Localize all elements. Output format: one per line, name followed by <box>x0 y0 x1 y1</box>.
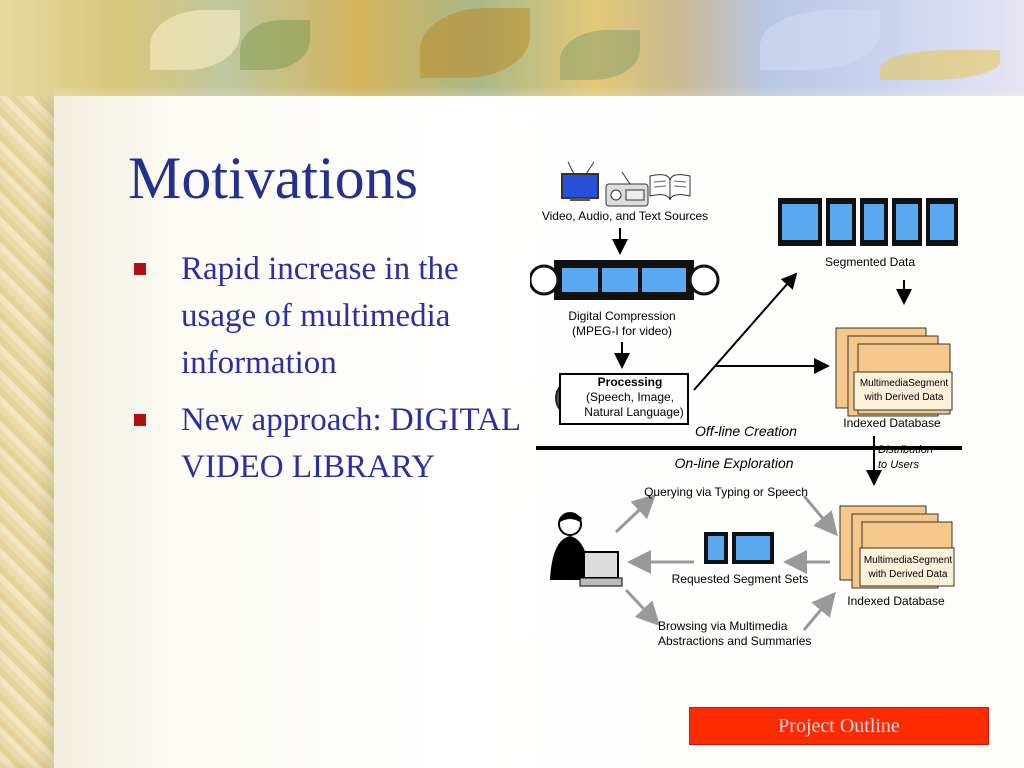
sources-label: Video, Audio, and Text Sources <box>542 209 708 223</box>
querying-label: Querying via Typing or Speech <box>644 485 808 499</box>
compression-label: Digital Compression <box>568 309 675 323</box>
processing-box <box>559 373 689 425</box>
online-label: On-line Exploration <box>674 455 793 471</box>
bullet-marker-icon <box>134 263 146 275</box>
segmented-label: Segmented Data <box>825 255 915 269</box>
db-top-derived-label: with Derived Data <box>864 392 944 403</box>
indexed-db-bottom-label: Indexed Database <box>847 594 945 608</box>
bullet-item: New approach: DIGITAL VIDEO LIBRARY <box>128 397 528 491</box>
tv-icon <box>561 161 599 201</box>
project-outline-button[interactable]: Project Outline <box>689 707 989 745</box>
bullet-list: Rapid increase in the usage of multimedi… <box>128 246 528 501</box>
slide-title: Motivations <box>128 145 419 211</box>
requested-film-icon <box>704 532 774 564</box>
decorative-top-banner <box>0 0 1024 96</box>
database-folders-icon <box>835 327 953 417</box>
bullet-item: Rapid increase in the usage of multimedi… <box>128 246 528 387</box>
processing-line1: (Speech, Image, <box>586 390 674 404</box>
browsing-sublabel: Abstractions and Summaries <box>658 634 811 648</box>
processing-title: Processing <box>598 375 663 389</box>
segmented-film-icon <box>778 198 958 246</box>
processing-line2: Natural Language) <box>584 405 683 419</box>
db-bottom-segment-label: MultimediaSegment <box>864 555 953 566</box>
indexed-db-top-label: Indexed Database <box>843 416 941 430</box>
video-library-diagram: Video, Audio, and Text Sources Digital C… <box>530 161 962 648</box>
db-top-segment-label: MultimediaSegment <box>860 378 949 389</box>
distribution-label: Distribution <box>878 444 933 456</box>
requested-label: Requested Segment Sets <box>672 572 809 586</box>
user-computer-icon <box>550 512 623 587</box>
browsing-label: Browsing via Multimedia <box>658 619 788 633</box>
bullet-marker-icon <box>134 414 146 426</box>
book-icon <box>649 174 691 201</box>
radio-icon <box>605 171 649 207</box>
db-bottom-derived-label: with Derived Data <box>868 569 948 580</box>
distribution-sublabel: to Users <box>878 459 919 471</box>
database-folders-bottom-icon <box>839 505 955 589</box>
compression-sublabel: (MPEG-I for video) <box>572 324 672 338</box>
decorative-left-strip <box>0 0 54 768</box>
offline-label: Off-line Creation <box>695 423 797 439</box>
film-strip-icon <box>530 260 720 300</box>
